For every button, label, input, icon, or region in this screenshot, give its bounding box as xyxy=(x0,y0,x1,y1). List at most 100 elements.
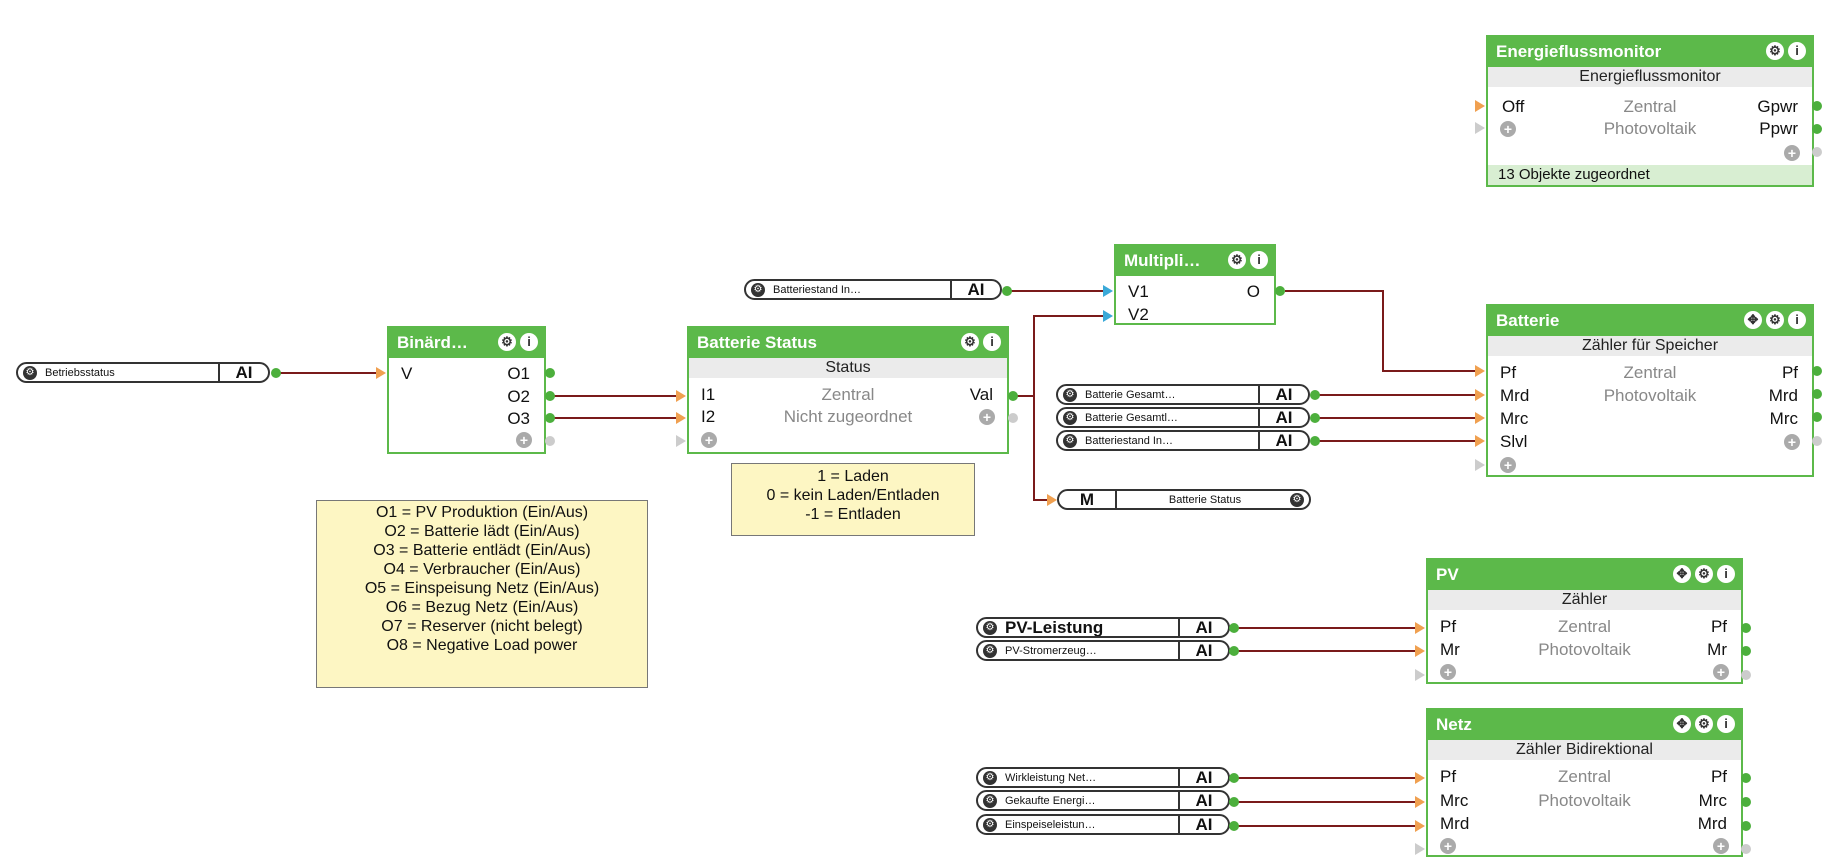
input-pin[interactable] xyxy=(676,435,686,447)
source-wirkleistung[interactable]: ⚙ Wirkleistung Net… AI xyxy=(976,767,1230,788)
gear-icon[interactable]: ⚙ xyxy=(1228,251,1246,269)
input-pin[interactable] xyxy=(1415,820,1425,832)
info-icon[interactable]: i xyxy=(1788,311,1806,329)
output-pin[interactable] xyxy=(545,391,555,401)
source-batteriestand-2[interactable]: ⚙ Batteriestand In… AI xyxy=(1056,430,1310,451)
netz-block[interactable]: Netz ✥⚙i Zähler Bidirektional Pf Mrc Mrd… xyxy=(1426,708,1743,857)
output-pin[interactable] xyxy=(1275,286,1285,296)
output-pin[interactable] xyxy=(1310,390,1320,400)
gear-icon[interactable]: ⚙ xyxy=(983,643,997,658)
input-pin[interactable] xyxy=(1415,843,1425,855)
output-pin[interactable] xyxy=(1812,436,1822,446)
input-pin[interactable] xyxy=(1415,645,1425,657)
gear-icon[interactable]: ⚙ xyxy=(1766,42,1784,60)
source-betriebsstatus[interactable]: ⚙ Betriebsstatus AI xyxy=(16,362,270,383)
move-icon[interactable]: ✥ xyxy=(1673,715,1691,733)
gear-icon[interactable]: ⚙ xyxy=(1063,410,1077,425)
input-pin[interactable] xyxy=(1475,122,1485,134)
batterie-block[interactable]: Batterie ✥⚙i Zähler für Speicher Pf Mrd … xyxy=(1486,304,1814,477)
gear-icon[interactable]: ⚙ xyxy=(1290,492,1304,507)
output-pin[interactable] xyxy=(1741,773,1751,783)
input-pin[interactable] xyxy=(1415,622,1425,634)
add-output-icon[interactable]: + xyxy=(1713,838,1729,854)
input-pin[interactable] xyxy=(1415,772,1425,784)
output-pin[interactable] xyxy=(1229,797,1239,807)
output-pin[interactable] xyxy=(1812,147,1822,157)
gear-icon[interactable]: ⚙ xyxy=(983,793,997,808)
gear-icon[interactable]: ⚙ xyxy=(751,282,765,297)
output-pin[interactable] xyxy=(545,436,555,446)
batterie-status-block[interactable]: Batterie Status ⚙i Status I1 I2 + Zentra… xyxy=(687,326,1009,454)
output-pin[interactable] xyxy=(1310,413,1320,423)
gear-icon[interactable]: ⚙ xyxy=(983,770,997,785)
gear-icon[interactable]: ⚙ xyxy=(983,817,997,832)
input-pin[interactable] xyxy=(1475,365,1485,377)
source-batteriestand[interactable]: ⚙ Batteriestand In… AI xyxy=(744,279,1002,300)
multiplikation-block[interactable]: Multipli… ⚙i V1 V2 O xyxy=(1114,244,1276,325)
gear-icon[interactable]: ⚙ xyxy=(983,620,997,635)
input-pin[interactable] xyxy=(1475,412,1485,424)
output-pin[interactable] xyxy=(1229,623,1239,633)
input-pin[interactable] xyxy=(1475,389,1485,401)
add-input-icon[interactable]: + xyxy=(1500,121,1516,137)
input-pin[interactable] xyxy=(1103,310,1113,322)
gear-icon[interactable]: ⚙ xyxy=(1063,433,1077,448)
output-pin[interactable] xyxy=(1741,670,1751,680)
output-batterie-status[interactable]: M Batterie Status ⚙ xyxy=(1057,489,1311,510)
output-pin[interactable] xyxy=(1812,389,1822,399)
gear-icon[interactable]: ⚙ xyxy=(1695,715,1713,733)
info-icon[interactable]: i xyxy=(1717,565,1735,583)
input-pin[interactable] xyxy=(1047,494,1057,506)
output-pin[interactable] xyxy=(1741,821,1751,831)
source-pv-stromerzeugung[interactable]: ⚙ PV-Stromerzeug… AI xyxy=(976,640,1230,661)
add-output-icon[interactable]: + xyxy=(1784,434,1800,450)
info-icon[interactable]: i xyxy=(983,333,1001,351)
input-pin[interactable] xyxy=(676,412,686,424)
output-pin[interactable] xyxy=(1229,773,1239,783)
output-pin[interactable] xyxy=(545,413,555,423)
add-input-icon[interactable]: + xyxy=(701,432,717,448)
input-pin[interactable] xyxy=(1475,459,1485,471)
input-pin[interactable] xyxy=(1415,796,1425,808)
input-pin[interactable] xyxy=(1103,285,1113,297)
gear-icon[interactable]: ⚙ xyxy=(23,365,37,380)
output-pin[interactable] xyxy=(1812,412,1822,422)
output-pin[interactable] xyxy=(545,368,555,378)
input-pin[interactable] xyxy=(1415,669,1425,681)
gear-icon[interactable]: ⚙ xyxy=(1766,311,1784,329)
gear-icon[interactable]: ⚙ xyxy=(1063,387,1077,402)
output-pin[interactable] xyxy=(1008,391,1018,401)
add-output-icon[interactable]: + xyxy=(979,409,995,425)
add-output-icon[interactable]: + xyxy=(1784,145,1800,161)
input-pin[interactable] xyxy=(676,390,686,402)
add-input-icon[interactable]: + xyxy=(1440,838,1456,854)
add-input-icon[interactable]: + xyxy=(1500,457,1516,473)
output-pin[interactable] xyxy=(1741,623,1751,633)
output-pin[interactable] xyxy=(271,368,281,378)
gear-icon[interactable]: ⚙ xyxy=(1695,565,1713,583)
gear-icon[interactable]: ⚙ xyxy=(498,333,516,351)
input-pin[interactable] xyxy=(376,367,386,379)
pv-block[interactable]: PV ✥⚙i Zähler Pf Mr + Zentral Photovolta… xyxy=(1426,558,1743,684)
output-pin[interactable] xyxy=(1812,366,1822,376)
input-pin[interactable] xyxy=(1475,435,1485,447)
move-icon[interactable]: ✥ xyxy=(1673,565,1691,583)
add-output-icon[interactable]: + xyxy=(516,432,532,448)
output-pin[interactable] xyxy=(1002,286,1012,296)
source-batterie-gesamt-2[interactable]: ⚙ Batterie Gesamtl… AI xyxy=(1056,407,1310,428)
output-pin[interactable] xyxy=(1741,797,1751,807)
source-pv-leistung[interactable]: ⚙ PV-Leistung AI xyxy=(976,617,1230,638)
info-icon[interactable]: i xyxy=(520,333,538,351)
binaerdecoder-block[interactable]: Binärd… ⚙i V O1 O2 O3 + xyxy=(387,326,546,454)
output-pin[interactable] xyxy=(1812,101,1822,111)
add-input-icon[interactable]: + xyxy=(1440,664,1456,680)
source-einspeiseleistung[interactable]: ⚙ Einspeiseleistun… AI xyxy=(976,814,1230,835)
add-output-icon[interactable]: + xyxy=(1713,664,1729,680)
output-pin[interactable] xyxy=(1812,124,1822,134)
input-pin[interactable] xyxy=(1475,100,1485,112)
info-icon[interactable]: i xyxy=(1717,715,1735,733)
output-pin[interactable] xyxy=(1741,646,1751,656)
output-pin[interactable] xyxy=(1310,436,1320,446)
move-icon[interactable]: ✥ xyxy=(1744,311,1762,329)
source-batterie-gesamt-1[interactable]: ⚙ Batterie Gesamt… AI xyxy=(1056,384,1310,405)
